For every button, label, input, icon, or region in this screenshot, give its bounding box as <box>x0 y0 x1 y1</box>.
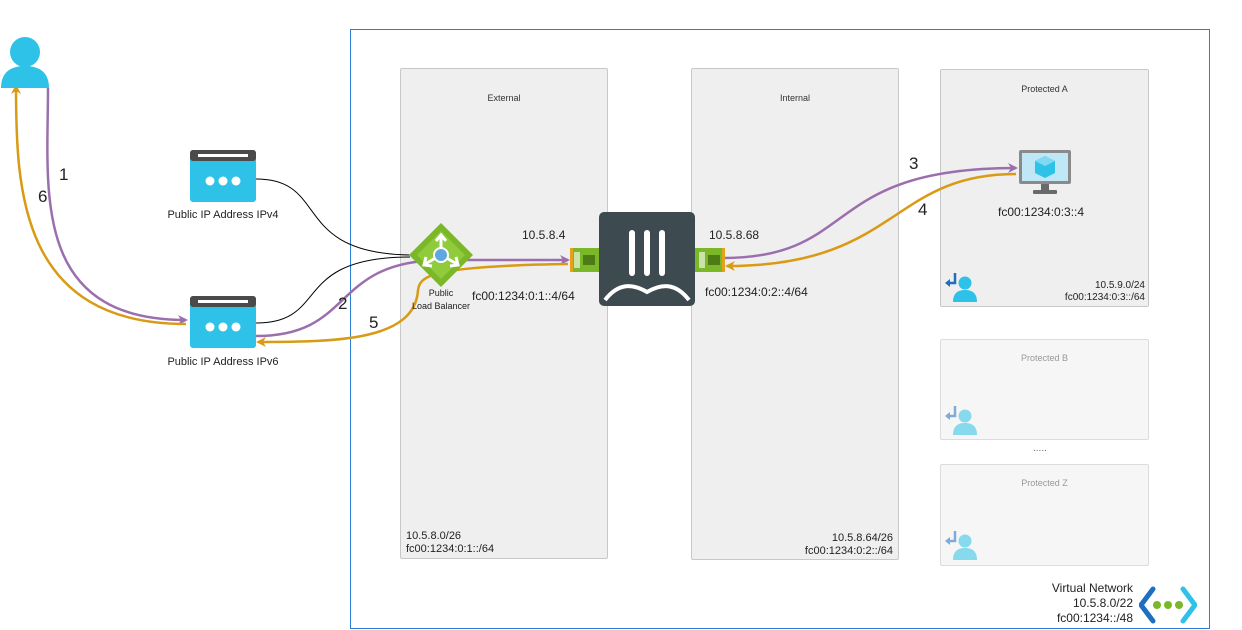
step-number-4: 4 <box>918 200 928 219</box>
subnet-protected-b: Protected B <box>940 339 1149 440</box>
route-table-icon <box>945 531 977 560</box>
public-ip-v6-label: Public IP Address IPv6 <box>167 356 279 368</box>
link-pip-v4-to-lb <box>255 178 411 256</box>
step-number-1: 1 <box>59 165 69 184</box>
subnet-protected-a-cidr-v4: 10.5.9.0/24 <box>1094 280 1145 291</box>
flow-step-3 <box>722 163 1018 260</box>
firewall-icon <box>599 212 695 306</box>
subnet-internal-title: Internal <box>779 93 811 103</box>
route-table-icon <box>945 406 977 435</box>
subnet-internal-cidr-v4: 10.5.8.64/26 <box>831 532 893 544</box>
step-number-6: 6 <box>38 187 48 206</box>
subnet-protected-a-cidr-v6: fc00:1234:0:3::/64 <box>1064 292 1145 303</box>
public-ip-icon <box>190 150 256 202</box>
external-nic-ipv6: fc00:1234:0:1::4/64 <box>472 289 575 303</box>
subnet-protected-a-cidr: 10.5.9.0/24 fc00:1234:0:3::/64 <box>1065 280 1145 304</box>
flow-step-5 <box>256 262 569 347</box>
subnet-internal-cidr-v6: fc00:1234:0:2::/64 <box>804 545 893 557</box>
subnet-external-cidr: 10.5.8.0/26 fc00:1234:0:1::/64 <box>406 530 494 556</box>
route-table-icon <box>945 273 977 302</box>
virtual-network-icon <box>1139 586 1197 624</box>
load-balancer-label: Public Load Balancer <box>400 287 482 313</box>
vm-ipv6: fc00:1234:0:3::4 <box>998 205 1085 219</box>
flow-step-6 <box>11 84 187 326</box>
step-number-5: 5 <box>369 313 379 332</box>
nic-icon <box>570 248 600 272</box>
subnet-protected-b-title: Protected B <box>1020 353 1069 363</box>
user-icon <box>1 37 49 88</box>
subnet-protected-z: Protected Z <box>940 464 1149 566</box>
subnet-internal: Internal 10.5.8.64/26 fc00:1234:0:2::/64 <box>691 68 899 560</box>
external-nic-ipv4: 10.5.8.4 <box>522 228 566 242</box>
subnet-external: External 10.5.8.0/26 fc00:1234:0:1::/64 <box>400 68 608 559</box>
flow-step-1 <box>46 87 188 325</box>
subnet-protected-z-title: Protected Z <box>1021 478 1068 488</box>
link-pip-v6-to-lb <box>255 256 411 324</box>
vnet-title: Virtual Network <box>1051 581 1133 595</box>
public-ip-v4-label: Public IP Address IPv4 <box>167 209 279 221</box>
subnet-external-cidr-v6: fc00:1234:0:1::/64 <box>406 543 495 555</box>
subnet-protected-a-title: Protected A <box>1021 84 1068 94</box>
step-number-2: 2 <box>338 294 348 313</box>
virtual-network-boundary <box>350 29 1210 629</box>
vnet-label: Virtual Network 10.5.8.0/22 fc00:1234::/… <box>1020 581 1133 626</box>
public-ip-icon <box>190 296 256 348</box>
load-balancer-label-line1: Public <box>428 288 454 298</box>
virtual-machine-icon <box>1019 150 1071 194</box>
internal-nic-ipv4: 10.5.8.68 <box>709 228 760 242</box>
vnet-cidr-v4: 10.5.8.0/22 <box>1072 596 1133 610</box>
load-balancer-icon <box>409 223 473 287</box>
load-balancer-label-line2: Load Balancer <box>411 301 471 311</box>
step-number-3: 3 <box>909 154 919 173</box>
subnet-ellipsis: ..... <box>1033 443 1047 454</box>
vnet-cidr-v6: fc00:1234::/48 <box>1056 611 1133 625</box>
internal-nic-ipv6: fc00:1234:0:2::4/64 <box>705 285 808 299</box>
flow-step-4 <box>725 172 1017 271</box>
subnet-external-title: External <box>487 93 521 103</box>
subnet-internal-cidr: 10.5.8.64/26 fc00:1234:0:2::/64 <box>805 532 893 558</box>
nic-icon <box>695 248 725 272</box>
subnet-external-cidr-v4: 10.5.8.0/26 <box>406 530 462 542</box>
